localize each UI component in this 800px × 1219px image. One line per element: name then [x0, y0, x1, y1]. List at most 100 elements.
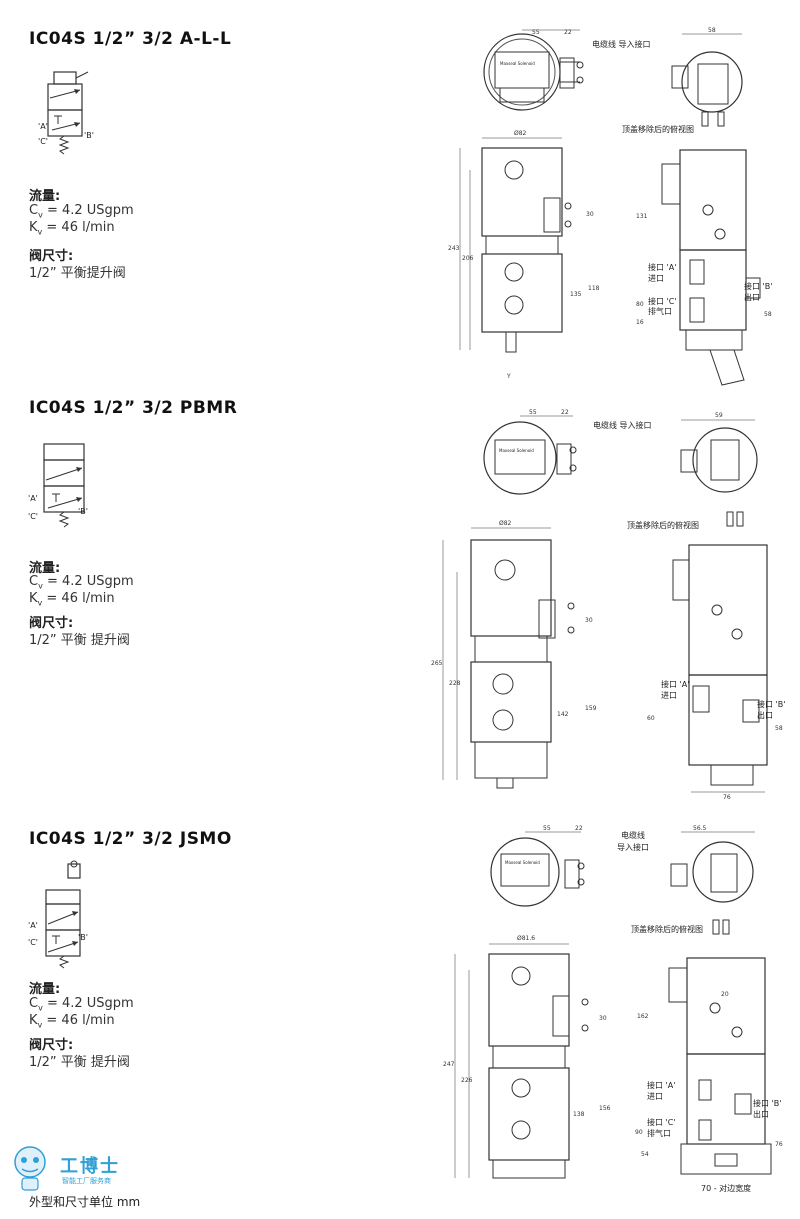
symbol-1-port-a: 'A' [38, 122, 48, 131]
kv-line-3: Kv = 46 l/min [29, 1013, 115, 1030]
svg-text:135: 135 [570, 291, 582, 298]
svg-text:58: 58 [775, 725, 783, 732]
svg-text:Maxseal Solenoid: Maxseal Solenoid [505, 860, 540, 865]
svg-text:58: 58 [764, 311, 772, 318]
svg-text:顶盖移除后的俯视图: 顶盖移除后的俯视图 [631, 924, 703, 934]
svg-text:接口 'A': 接口 'A' [647, 1080, 675, 1090]
svg-text:接口 'A': 接口 'A' [648, 262, 676, 272]
valve-symbol-3 [45, 860, 81, 969]
svg-text:226: 226 [461, 1077, 473, 1084]
svg-text:20: 20 [721, 991, 729, 998]
svg-text:Ø82: Ø82 [499, 520, 512, 527]
svg-text:70 - 对边宽度: 70 - 对边宽度 [701, 1183, 751, 1193]
svg-text:55: 55 [543, 825, 551, 832]
size-value-2: 1/2” 平衡 提升阀 [29, 633, 130, 648]
cv-line-3: Cv = 4.2 USgpm [29, 996, 134, 1013]
drawing-3: Maxseal Solenoid 55 22 56.5 电缆线 导入接口 顶盖移… [443, 825, 783, 1193]
mascot-logo-icon [14, 1146, 46, 1191]
size-value-3: 1/2” 平衡 提升阀 [29, 1055, 130, 1070]
svg-text:排气口: 排气口 [648, 306, 672, 316]
svg-text:顶盖移除后的俯视图: 顶盖移除后的俯视图 [627, 520, 699, 530]
svg-text:顶盖移除后的俯视图: 顶盖移除后的俯视图 [622, 124, 694, 134]
size-label-2: 阀尺寸: [29, 616, 74, 631]
flow-label-3: 流量: [29, 982, 61, 997]
cv-line-2: Cv = 4.2 USgpm [29, 574, 134, 591]
size-label-3: 阀尺寸: [29, 1038, 74, 1053]
kv-line-1: Kv = 46 l/min [29, 220, 115, 237]
svg-text:206: 206 [462, 255, 474, 262]
symbol-3-port-c: 'C' [28, 938, 38, 947]
svg-text:电缆线 导入接口: 电缆线 导入接口 [593, 420, 652, 430]
svg-text:54: 54 [641, 1151, 649, 1158]
svg-text:30: 30 [586, 211, 594, 218]
svg-text:接口 'B': 接口 'B' [757, 699, 785, 709]
svg-text:90: 90 [635, 1129, 643, 1136]
svg-text:排气口: 排气口 [647, 1128, 671, 1138]
svg-text:进口: 进口 [648, 274, 664, 283]
svg-text:56.5: 56.5 [693, 825, 707, 832]
svg-text:138: 138 [573, 1111, 585, 1118]
svg-text:电缆线: 电缆线 [621, 830, 645, 840]
footer-units-note: 外型和尺寸单位 mm [29, 1195, 141, 1209]
svg-text:156: 156 [599, 1105, 611, 1112]
brand-logo-subtitle: 智能工厂服务商 [62, 1177, 111, 1185]
symbol-3-port-b: 'B' [78, 933, 88, 942]
drawing-2: Maxseal Solenoid 55 22 59 电缆线 导入接口 顶盖移除后… [431, 409, 785, 801]
valve-symbol-2 [43, 443, 85, 528]
svg-text:进口: 进口 [647, 1092, 663, 1101]
brand-logo-text: 工博士 [60, 1156, 120, 1177]
svg-text:接口 'C': 接口 'C' [648, 296, 677, 306]
symbol-3-port-a: 'A' [28, 921, 38, 930]
kv-line-2: Kv = 46 l/min [29, 591, 115, 608]
svg-text:22: 22 [575, 825, 583, 832]
svg-text:30: 30 [599, 1015, 607, 1022]
svg-text:60: 60 [647, 715, 655, 722]
svg-text:导入接口: 导入接口 [617, 842, 649, 852]
svg-text:Ø82: Ø82 [514, 130, 527, 137]
size-value-1: 1/2” 平衡提升阀 [29, 266, 126, 281]
svg-text:162: 162 [637, 1013, 649, 1020]
svg-text:接口 'B': 接口 'B' [753, 1098, 781, 1108]
svg-text:接口 'A': 接口 'A' [661, 679, 689, 689]
svg-text:Y: Y [506, 373, 511, 380]
svg-text:进口: 进口 [661, 691, 677, 700]
svg-text:30: 30 [585, 617, 593, 624]
svg-text:55: 55 [529, 409, 537, 416]
svg-text:58: 58 [708, 27, 716, 34]
svg-text:接口 'B': 接口 'B' [744, 281, 772, 291]
drawing-1: Maxseal Solenoid 55 22 58 电缆线 导入接口 顶盖移除后… [448, 27, 772, 386]
svg-text:出口: 出口 [753, 1109, 769, 1119]
symbol-2-port-b: 'B' [78, 507, 88, 516]
section-1-title: IC04S 1/2” 3/2 A-L-L [29, 29, 232, 49]
svg-text:Maxseal Solenoid: Maxseal Solenoid [500, 61, 535, 66]
svg-text:118: 118 [588, 285, 600, 292]
symbol-2-port-c: 'C' [28, 512, 38, 521]
svg-text:Ø81.6: Ø81.6 [517, 935, 535, 942]
flow-label-1: 流量: [29, 189, 61, 204]
svg-text:80: 80 [636, 301, 644, 308]
svg-text:55: 55 [532, 29, 540, 36]
svg-text:265: 265 [431, 660, 443, 667]
svg-text:Maxseal Solenoid: Maxseal Solenoid [499, 448, 534, 453]
svg-text:22: 22 [561, 409, 569, 416]
section-2-title: IC04S 1/2” 3/2 PBMR [29, 398, 238, 418]
svg-text:16: 16 [636, 319, 644, 326]
svg-text:59: 59 [715, 412, 723, 419]
svg-text:247: 247 [443, 1061, 455, 1068]
svg-text:243: 243 [448, 245, 460, 252]
svg-text:131: 131 [636, 213, 648, 220]
svg-text:出口: 出口 [757, 710, 773, 720]
svg-text:接口 'C': 接口 'C' [647, 1117, 676, 1127]
symbol-1-port-b: 'B' [84, 131, 94, 140]
svg-text:出口: 出口 [744, 292, 760, 302]
svg-text:电缆线 导入接口: 电缆线 导入接口 [592, 39, 651, 49]
svg-text:76: 76 [723, 794, 731, 801]
svg-text:22: 22 [564, 29, 572, 36]
svg-text:228: 228 [449, 680, 461, 687]
svg-text:76: 76 [775, 1141, 783, 1148]
section-3-title: IC04S 1/2” 3/2 JSMO [29, 829, 232, 849]
svg-text:159: 159 [585, 705, 597, 712]
cv-line-1: Cv = 4.2 USgpm [29, 203, 134, 220]
svg-text:142: 142 [557, 711, 569, 718]
symbol-1-port-c: 'C' [38, 137, 48, 146]
